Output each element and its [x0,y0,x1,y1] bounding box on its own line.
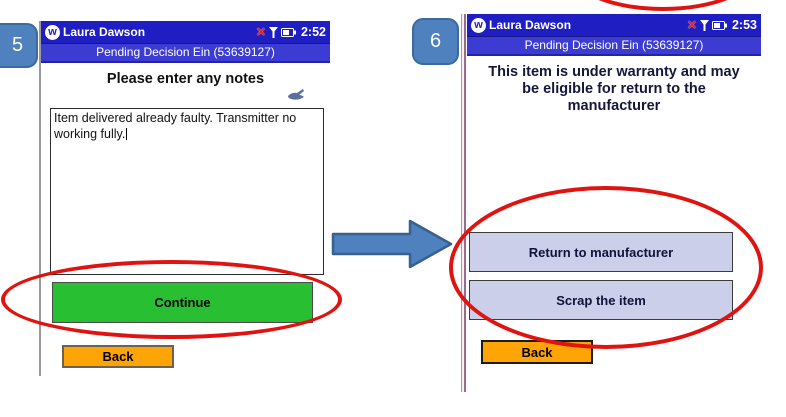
device-screen-step5: w Laura Dawson ✕ 2:52 Pending Decision E… [39,21,330,376]
user-name: Laura Dawson [63,25,146,39]
back-button-label: Back [102,349,134,364]
flow-arrow-icon [331,219,453,269]
highlight-ellipse-partial-top [567,0,759,11]
disconnected-icon: ✕ [255,25,266,39]
clock: 2:53 [731,18,757,32]
notes-heading: Please enter any notes [106,71,265,87]
user-name: Laura Dawson [489,18,572,32]
back-button-step5[interactable]: Back [62,345,174,368]
input-panel-hand-icon[interactable] [286,87,306,105]
title-bar: w Laura Dawson ✕ 2:53 [467,14,761,37]
notes-text: Item delivered already faulty. Transmitt… [54,111,297,141]
signal-antenna-icon [699,19,709,31]
title-bar: w Laura Dawson ✕ 2:52 [41,21,330,44]
battery-icon [711,20,727,30]
back-button-step6[interactable]: Back [481,340,593,364]
screen-left-edge-line [461,14,466,392]
return-to-manufacturer-button[interactable]: Return to manufacturer [469,232,733,272]
scrap-the-item-button[interactable]: Scrap the item [469,280,733,320]
screen-subtitle: Pending Decision Ein (53639127) [41,44,330,63]
signal-antenna-icon [268,26,278,38]
warranty-message: This item is under warranty and may be e… [488,64,740,115]
continue-button[interactable]: Continue [52,282,313,323]
app-logo-icon: w [45,24,60,40]
scrap-button-label: Scrap the item [556,292,646,308]
disconnected-icon: ✕ [686,18,697,32]
status-icon-group: ✕ 2:53 [687,18,757,32]
clock: 2:52 [300,25,326,39]
step-5-number: 5 [11,34,24,56]
continue-button-label: Continue [154,295,211,310]
app-logo-icon: w [471,17,486,33]
notes-textarea[interactable]: Item delivered already faulty. Transmitt… [50,108,324,275]
return-button-label: Return to manufacturer [528,244,674,260]
step-number-badge-5: 5 [0,23,38,68]
device-screen-step6: w Laura Dawson ✕ 2:53 Pending Decision E… [467,14,761,394]
back-button-label: Back [521,344,553,360]
step-6-number: 6 [429,30,442,52]
screen-subtitle: Pending Decision Ein (53639127) [467,37,761,56]
text-cursor [126,127,128,140]
step-number-badge-6: 6 [412,18,459,65]
battery-icon [280,27,296,37]
status-icon-group: ✕ 2:52 [256,25,326,39]
